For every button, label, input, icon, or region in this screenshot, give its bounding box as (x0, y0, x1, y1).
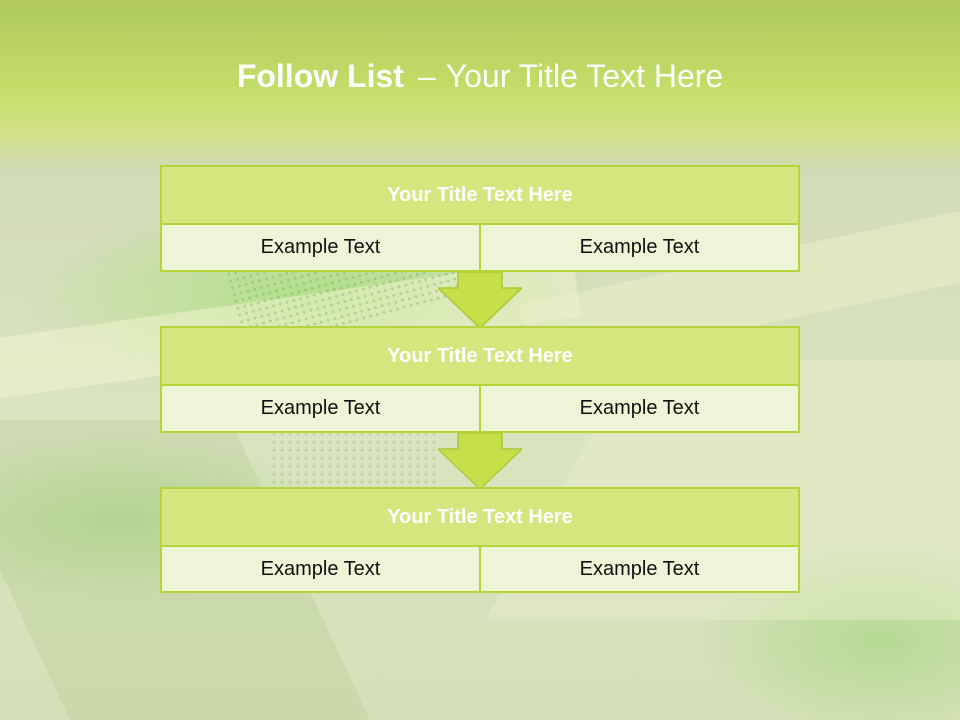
slide-title: Follow List – Your Title Text Here (0, 54, 960, 98)
block-cell-right: Example Text (479, 547, 798, 591)
block-cell-right: Example Text (479, 386, 798, 431)
slide-title-text: Your Title Text Here (445, 57, 724, 94)
down-arrow-icon (438, 433, 522, 491)
down-arrow-icon (438, 272, 522, 330)
slide-title-dash: – (417, 57, 436, 94)
block-row: Example Text Example Text (162, 225, 798, 270)
list-block-2: Your Title Text Here Example Text Exampl… (160, 326, 800, 433)
block-title: Your Title Text Here (162, 328, 798, 386)
block-title: Your Title Text Here (162, 167, 798, 225)
block-row: Example Text Example Text (162, 547, 798, 591)
block-cell-left: Example Text (162, 547, 479, 591)
block-row: Example Text Example Text (162, 386, 798, 431)
block-cell-left: Example Text (162, 225, 479, 270)
block-title: Your Title Text Here (162, 489, 798, 547)
block-cell-right: Example Text (479, 225, 798, 270)
list-block-3: Your Title Text Here Example Text Exampl… (160, 487, 800, 593)
slide-title-bold: Follow List (236, 57, 404, 94)
block-cell-left: Example Text (162, 386, 479, 431)
list-block-1: Your Title Text Here Example Text Exampl… (160, 165, 800, 272)
